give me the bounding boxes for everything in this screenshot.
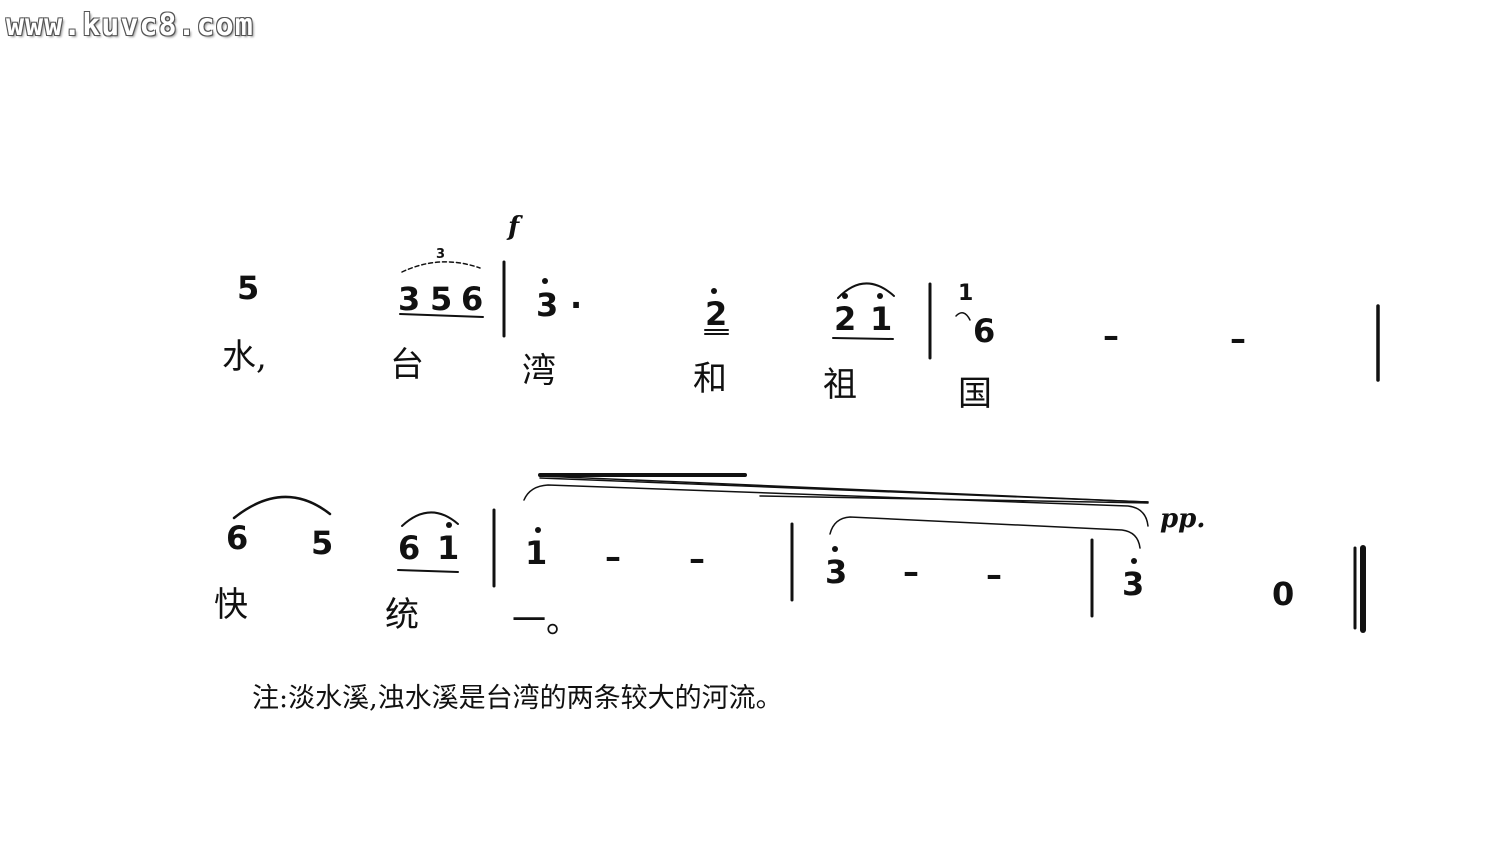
lyric: 水,	[222, 337, 267, 377]
triplet-bracket	[401, 261, 481, 273]
octave-dot	[711, 288, 717, 294]
beam	[832, 337, 894, 340]
extension-dash: –	[986, 556, 1002, 594]
note: 3	[1122, 565, 1145, 603]
octave-dot	[832, 546, 838, 552]
note: 6	[226, 519, 249, 557]
note: 3	[398, 280, 421, 318]
note: 5	[311, 524, 334, 562]
lyric: 湾	[522, 351, 556, 391]
note: 1	[437, 529, 460, 567]
rest: 0	[1272, 575, 1295, 613]
watermark: www.kuvc8.com	[6, 8, 254, 43]
lyric: 台	[390, 345, 424, 385]
beam	[397, 569, 459, 573]
note: 3	[825, 553, 848, 591]
octave-dot	[842, 293, 848, 299]
dynamic-pianissimo: pp.	[1160, 504, 1206, 534]
note: 3	[536, 286, 559, 324]
note: 1	[870, 300, 893, 338]
lyric: 统	[385, 595, 419, 635]
note: 5	[237, 269, 260, 307]
octave-dot	[535, 527, 541, 533]
note: 6	[973, 312, 996, 350]
extension-dash: –	[1230, 320, 1246, 358]
lyric: 国	[958, 374, 992, 414]
hairpin	[539, 477, 1149, 503]
octave-dot	[446, 522, 452, 528]
note: 1	[525, 534, 548, 572]
note: 2	[834, 300, 857, 338]
beam	[399, 313, 484, 318]
tie	[523, 484, 1149, 527]
lyric: 祖	[823, 365, 857, 405]
lyric: 一。	[512, 601, 580, 641]
extension-dash: –	[605, 538, 621, 576]
grace-slur	[955, 312, 971, 321]
hairpin	[759, 495, 1149, 504]
slur	[401, 511, 459, 527]
tie	[829, 516, 1141, 549]
note: 6	[398, 529, 421, 567]
dynamic-forte: f	[508, 212, 520, 242]
lyric: 快	[214, 585, 248, 625]
note: 2	[705, 295, 728, 333]
dotted-rhythm: ·	[570, 286, 583, 324]
extension-dash: –	[903, 553, 919, 591]
triplet-mark: 3	[436, 247, 446, 262]
octave-dot	[542, 278, 548, 284]
slur	[837, 282, 895, 299]
octave-dot	[1131, 558, 1137, 564]
note: 5	[430, 280, 453, 318]
footnote: 注:淡水溪,浊水溪是台湾的两条较大的河流。	[252, 683, 783, 714]
grace-note: 1	[958, 281, 974, 306]
lyric: 和	[693, 359, 727, 399]
extension-dash: –	[1103, 317, 1119, 355]
slur	[232, 495, 332, 520]
octave-dot	[877, 293, 883, 299]
extension-dash: –	[689, 540, 705, 578]
note: 6	[461, 280, 484, 318]
